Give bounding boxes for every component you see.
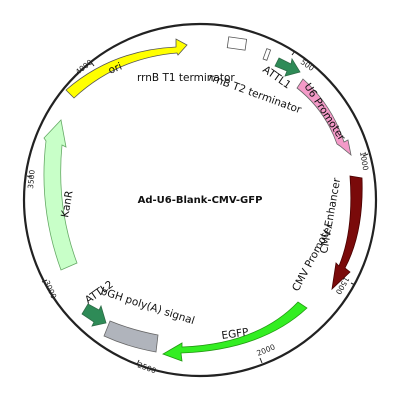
u6-promoter-label: U6 Promoter [301, 81, 347, 143]
cmv-enhancer-promoter-feature [331, 175, 363, 291]
attl2-feature [81, 303, 107, 327]
egfp-label: EGFP [221, 326, 250, 342]
cmv-promoter-label: CMV Promoter [290, 221, 336, 294]
tick-2500: 2500 [136, 360, 157, 375]
egfp-feature [162, 301, 308, 362]
tick-2000: 2000 [255, 342, 276, 358]
ori-feature [65, 38, 188, 99]
u6-promoter-feature [296, 78, 352, 157]
plasmid-backbone [22, 22, 378, 378]
rrnb-t2-terminator-feature [262, 48, 272, 61]
rrnb-t1-terminator-feature [226, 36, 248, 51]
tick-1000: 1000 [358, 151, 370, 172]
tick-500: 500 [299, 57, 316, 73]
ori-label: ori [107, 61, 124, 77]
kanr-feature [43, 119, 78, 271]
rrnb-t1-label: rrnB T1 terminator [137, 72, 235, 84]
tick-marks [26, 50, 369, 366]
attl1-feature [274, 57, 301, 77]
kanr-label: KanR [59, 190, 76, 219]
tick-3000: 3000 [42, 279, 58, 300]
bgh-polya-label: bGH poly(A) signal [99, 285, 196, 327]
plasmid-name: Ad-U6-Blank-CMV-GFP [138, 195, 263, 206]
tick-3500: 3500 [26, 169, 37, 189]
bgh-polya-feature [103, 320, 159, 353]
